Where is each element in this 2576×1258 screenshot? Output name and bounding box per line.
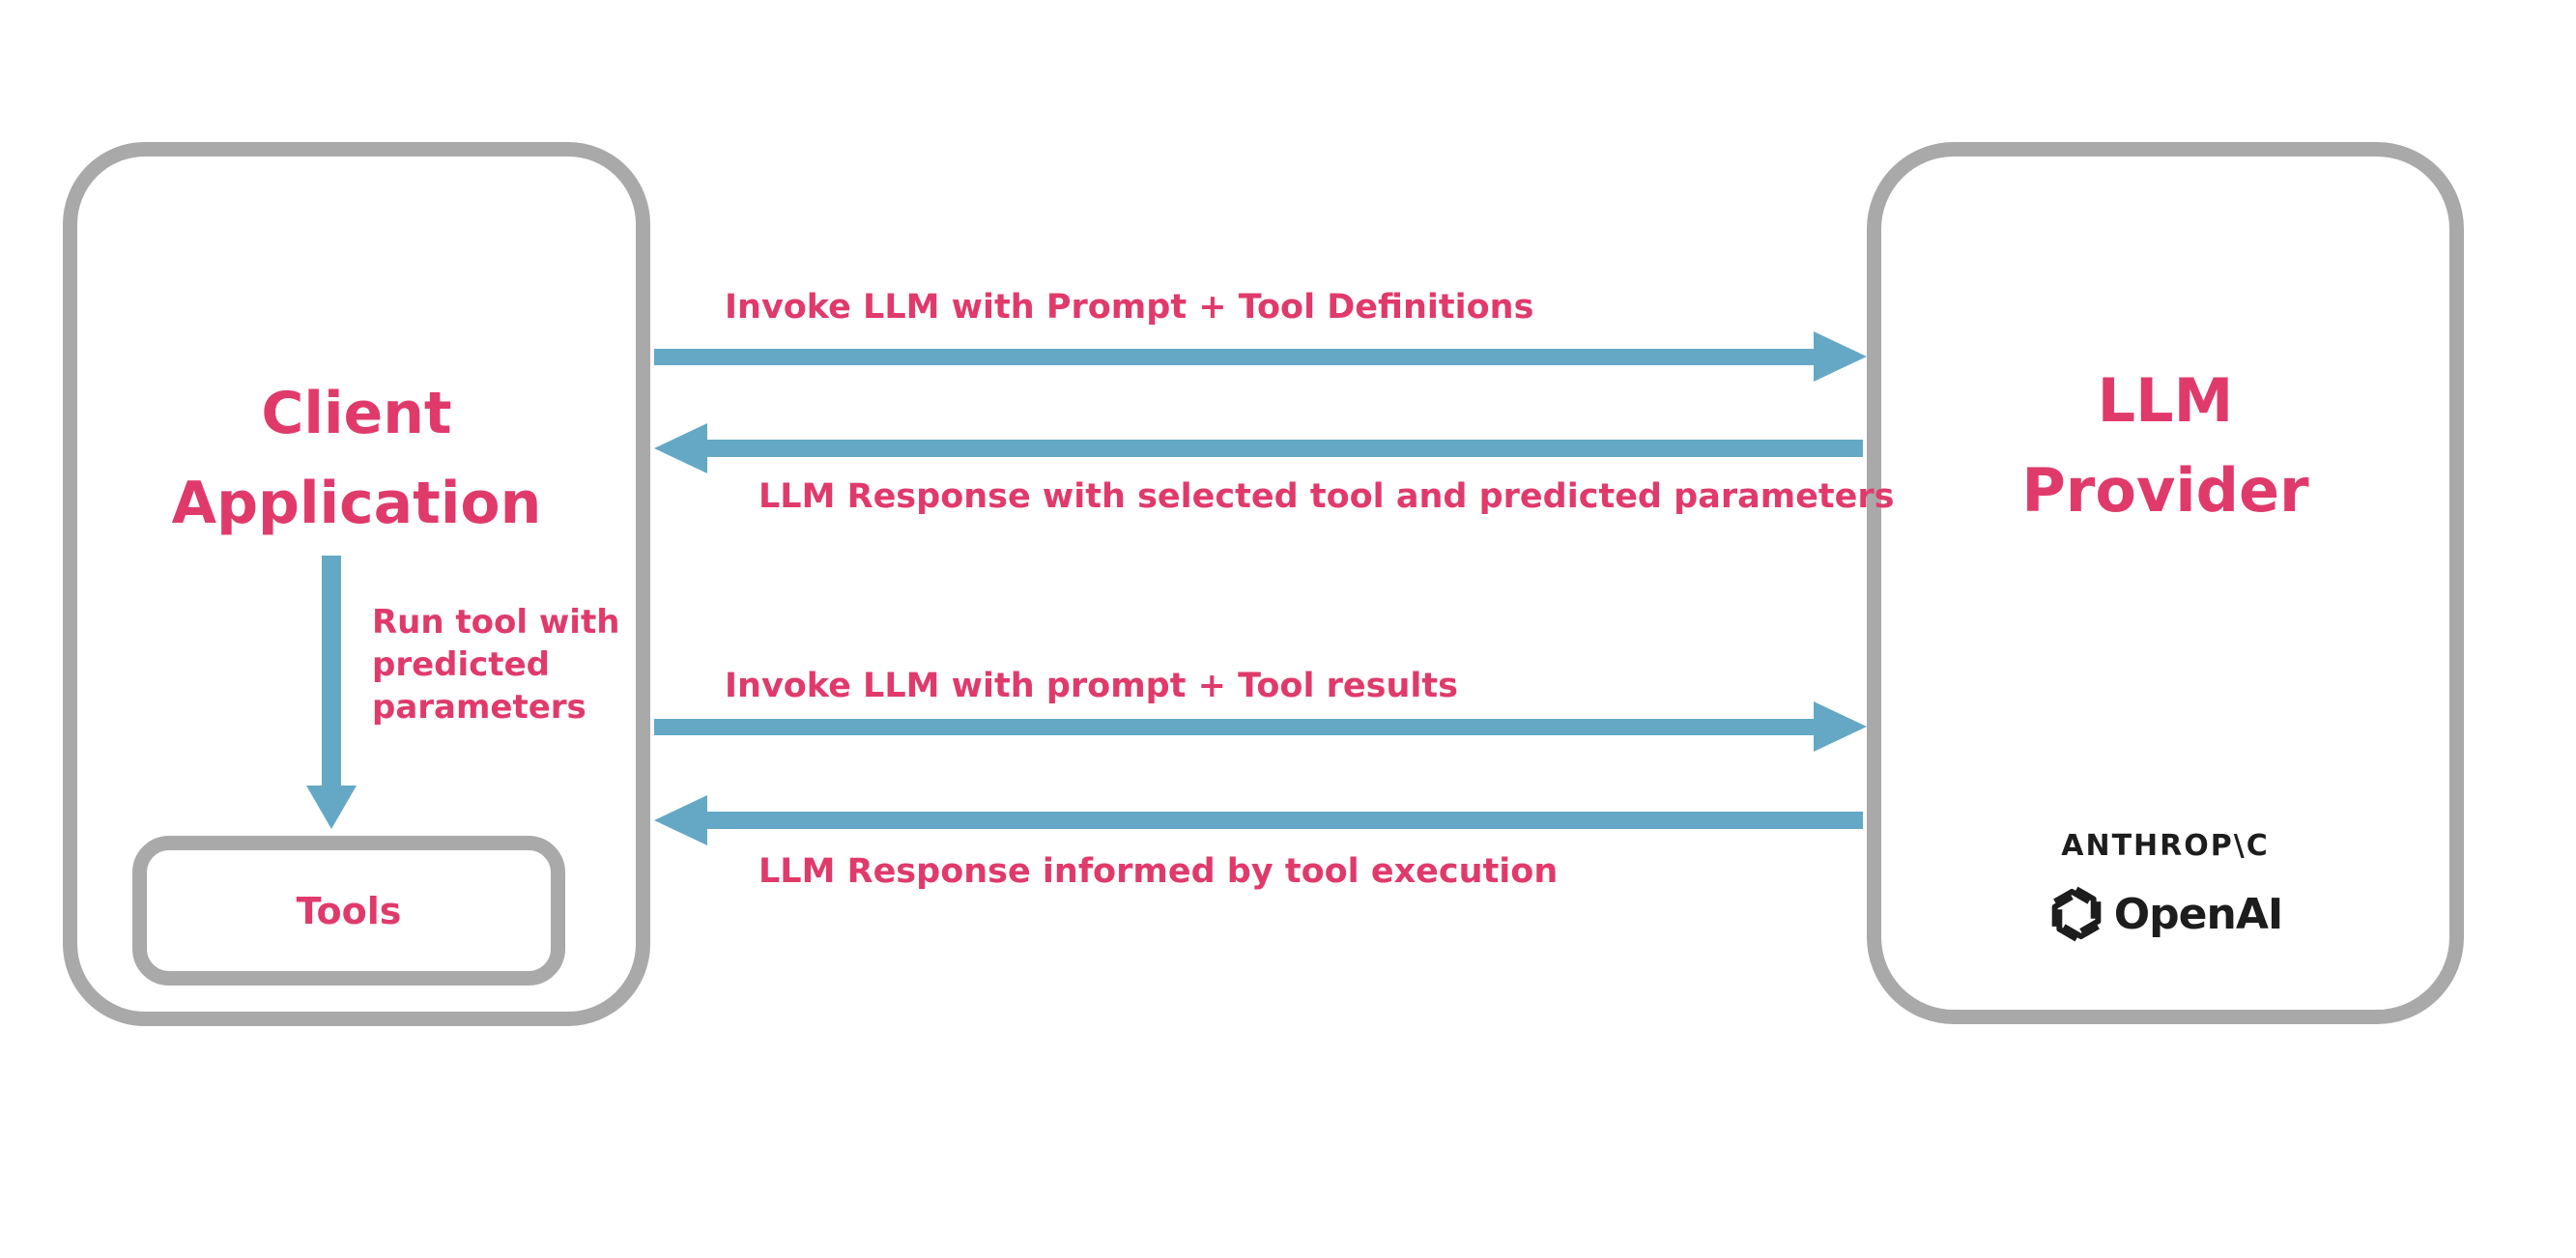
message-label-response-parameters: LLM Response with selected tool and pred… — [758, 477, 1895, 516]
message-arrow-2 — [707, 440, 1863, 457]
tools-label: Tools — [296, 889, 402, 932]
tools-box: Tools — [132, 836, 565, 986]
message-label-invoke-definitions: Invoke LLM with Prompt + Tool Definition… — [725, 288, 1534, 327]
anthropic-logo: ANTHROP\C — [2061, 829, 2270, 863]
provider-logos: ANTHROP\C OpenAI — [1867, 829, 2464, 942]
arrowhead-left-icon — [654, 795, 707, 845]
message-label-invoke-results: Invoke LLM with prompt + Tool results — [725, 667, 1458, 705]
message-arrow-4 — [707, 812, 1863, 829]
llm-provider-title: LLM Provider — [2021, 365, 2309, 526]
message-label-response-execution: LLM Response informed by tool execution — [758, 852, 1559, 891]
openai-icon — [2051, 886, 2102, 942]
openai-wordmark: OpenAI — [2113, 889, 2283, 939]
arrowhead-right-icon — [1814, 331, 1867, 382]
arrowhead-left-icon — [654, 423, 707, 473]
message-arrow-1 — [654, 349, 1814, 365]
openai-logo: OpenAI — [2048, 886, 2283, 942]
run-tool-label: Run tool with predicted parameters — [372, 603, 620, 728]
client-application-title: Client Application — [171, 380, 542, 537]
arrowhead-right-icon — [1814, 701, 1867, 752]
run-tool-arrow — [322, 556, 341, 787]
arrowhead-down-icon — [306, 786, 357, 829]
llm-provider-box — [1867, 142, 2464, 1024]
message-arrow-3 — [654, 719, 1814, 735]
